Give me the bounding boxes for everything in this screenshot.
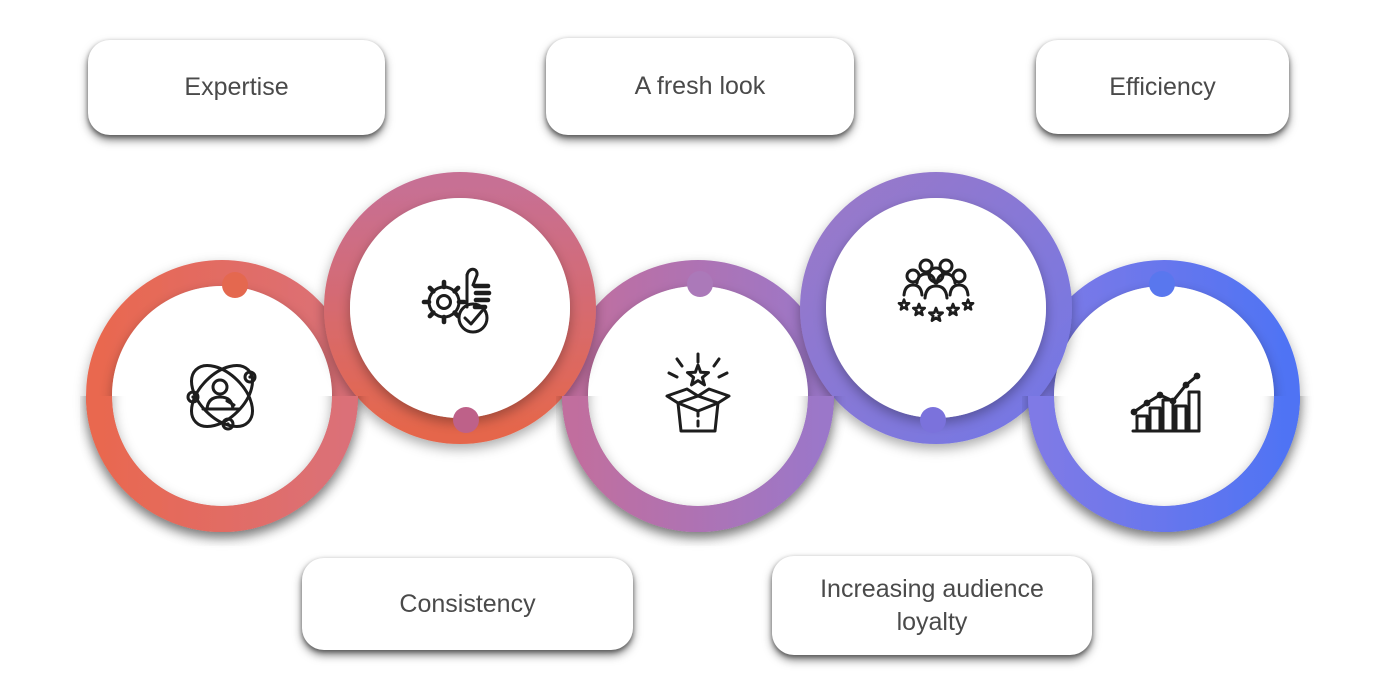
ring-efficiency-overlay [1028, 396, 1300, 532]
inner-circle-consistency [350, 198, 570, 418]
label-fresh-look: A fresh look [546, 38, 854, 135]
gear-thumbs-up-icon [421, 267, 492, 334]
dot-efficiency [1149, 271, 1175, 297]
label-consistency: Consistency [302, 558, 633, 650]
growth-chart-icon [1130, 372, 1201, 433]
label-expertise: Expertise [88, 40, 385, 135]
dot-audience [920, 407, 946, 433]
label-fresh-look-text: A fresh look [634, 72, 766, 101]
ring-fresh-look-overlay [562, 396, 834, 532]
dot-expertise [222, 272, 248, 298]
open-box-star-icon [665, 352, 731, 433]
connector-dots [222, 271, 1175, 433]
label-efficiency: Efficiency [1036, 40, 1289, 134]
dot-fresh-look [687, 271, 713, 297]
audience-stars-icon [897, 258, 975, 323]
label-audience-loyalty-text: Increasing audience loyalty [820, 575, 1044, 636]
dot-consistency [453, 407, 479, 433]
label-efficiency-text: Efficiency [1109, 72, 1216, 101]
label-expertise-text: Expertise [184, 73, 289, 102]
person-network-icon [186, 364, 257, 431]
circle-consistency [324, 172, 596, 444]
ring-expertise-overlay [86, 396, 358, 532]
label-audience-loyalty: Increasing audience loyalty [772, 556, 1092, 655]
interlock-overlays [86, 396, 1300, 532]
label-consistency-text: Consistency [399, 589, 536, 618]
